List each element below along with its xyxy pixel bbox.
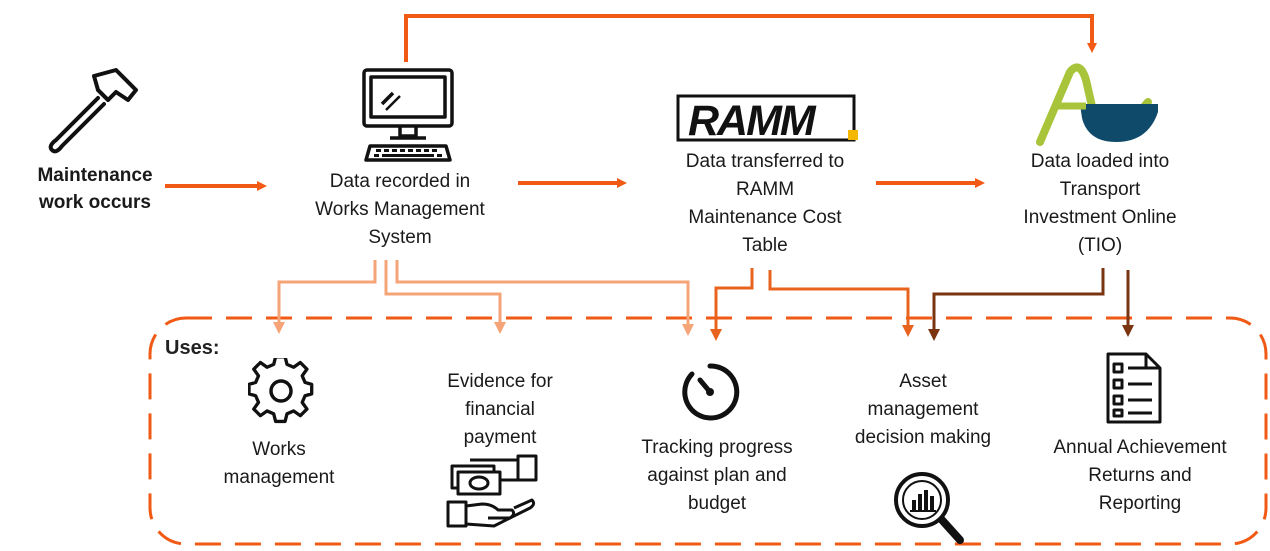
annual-line-2: Returns and <box>1088 465 1192 486</box>
checklist-icon <box>1106 352 1162 424</box>
evidence-line-2: financial <box>465 399 535 420</box>
tio-line-2: Transport <box>1059 179 1141 200</box>
wms-line-1: Data recorded in <box>329 171 471 192</box>
annual-line-3: Reporting <box>1098 493 1182 514</box>
arrow-ramm-to-tracking <box>710 268 754 341</box>
arrow-wms-to-evidence <box>384 260 506 334</box>
tio-line-1: Data loaded into <box>1030 151 1170 172</box>
evidence-line-1: Evidence for <box>447 371 553 392</box>
ramm-logo-text: RAMM <box>688 97 817 144</box>
tracking-line-3: budget <box>687 493 747 514</box>
wms-line-3: System <box>368 227 432 248</box>
asset-line-3: decision making <box>854 427 992 448</box>
source-label-line1: Maintenance <box>37 165 153 186</box>
asset-line-2: management <box>867 399 979 420</box>
wms-line-2: Works Management <box>315 199 485 220</box>
ramm-line-2: RAMM <box>735 179 795 200</box>
ramm-line-3: Maintenance Cost <box>688 207 842 228</box>
arrow-wms-to-works <box>273 260 377 334</box>
annual-line-1: Annual Achievement <box>1053 437 1227 458</box>
source-label-line2: work occurs <box>39 192 151 213</box>
ramm-line-1: Data transferred to <box>685 151 845 172</box>
tracking-line-2: against plan and <box>647 465 787 486</box>
asset-line-1: Asset <box>899 371 947 392</box>
money-hand-icon <box>446 454 538 528</box>
uses-label: Uses: <box>165 337 220 359</box>
ramm-logo: RAMM <box>676 94 858 144</box>
evidence-line-3: payment <box>463 427 537 448</box>
arrow-tio-to-asset <box>928 268 1105 341</box>
tio-line-4: (TIO) <box>1077 235 1123 256</box>
tio-logo <box>1036 63 1158 146</box>
arrow-ramm-to-asset <box>768 270 914 337</box>
works-line-2: management <box>223 467 335 488</box>
magnifier-chart-icon <box>894 472 964 544</box>
ramm-line-4: Table <box>742 235 788 256</box>
works-line-1: Works <box>252 439 306 460</box>
gear-icon <box>248 358 314 424</box>
uses-dashed-box <box>148 316 1268 546</box>
stopwatch-icon <box>682 363 740 421</box>
arrow-wms-to-tio <box>404 14 1097 62</box>
tracking-line-1: Tracking progress <box>641 437 793 458</box>
hammer-icon <box>48 68 138 154</box>
computer-icon <box>362 68 454 162</box>
tio-line-3: Investment Online <box>1023 207 1177 228</box>
arrow-wms-to-tracking <box>395 260 694 336</box>
